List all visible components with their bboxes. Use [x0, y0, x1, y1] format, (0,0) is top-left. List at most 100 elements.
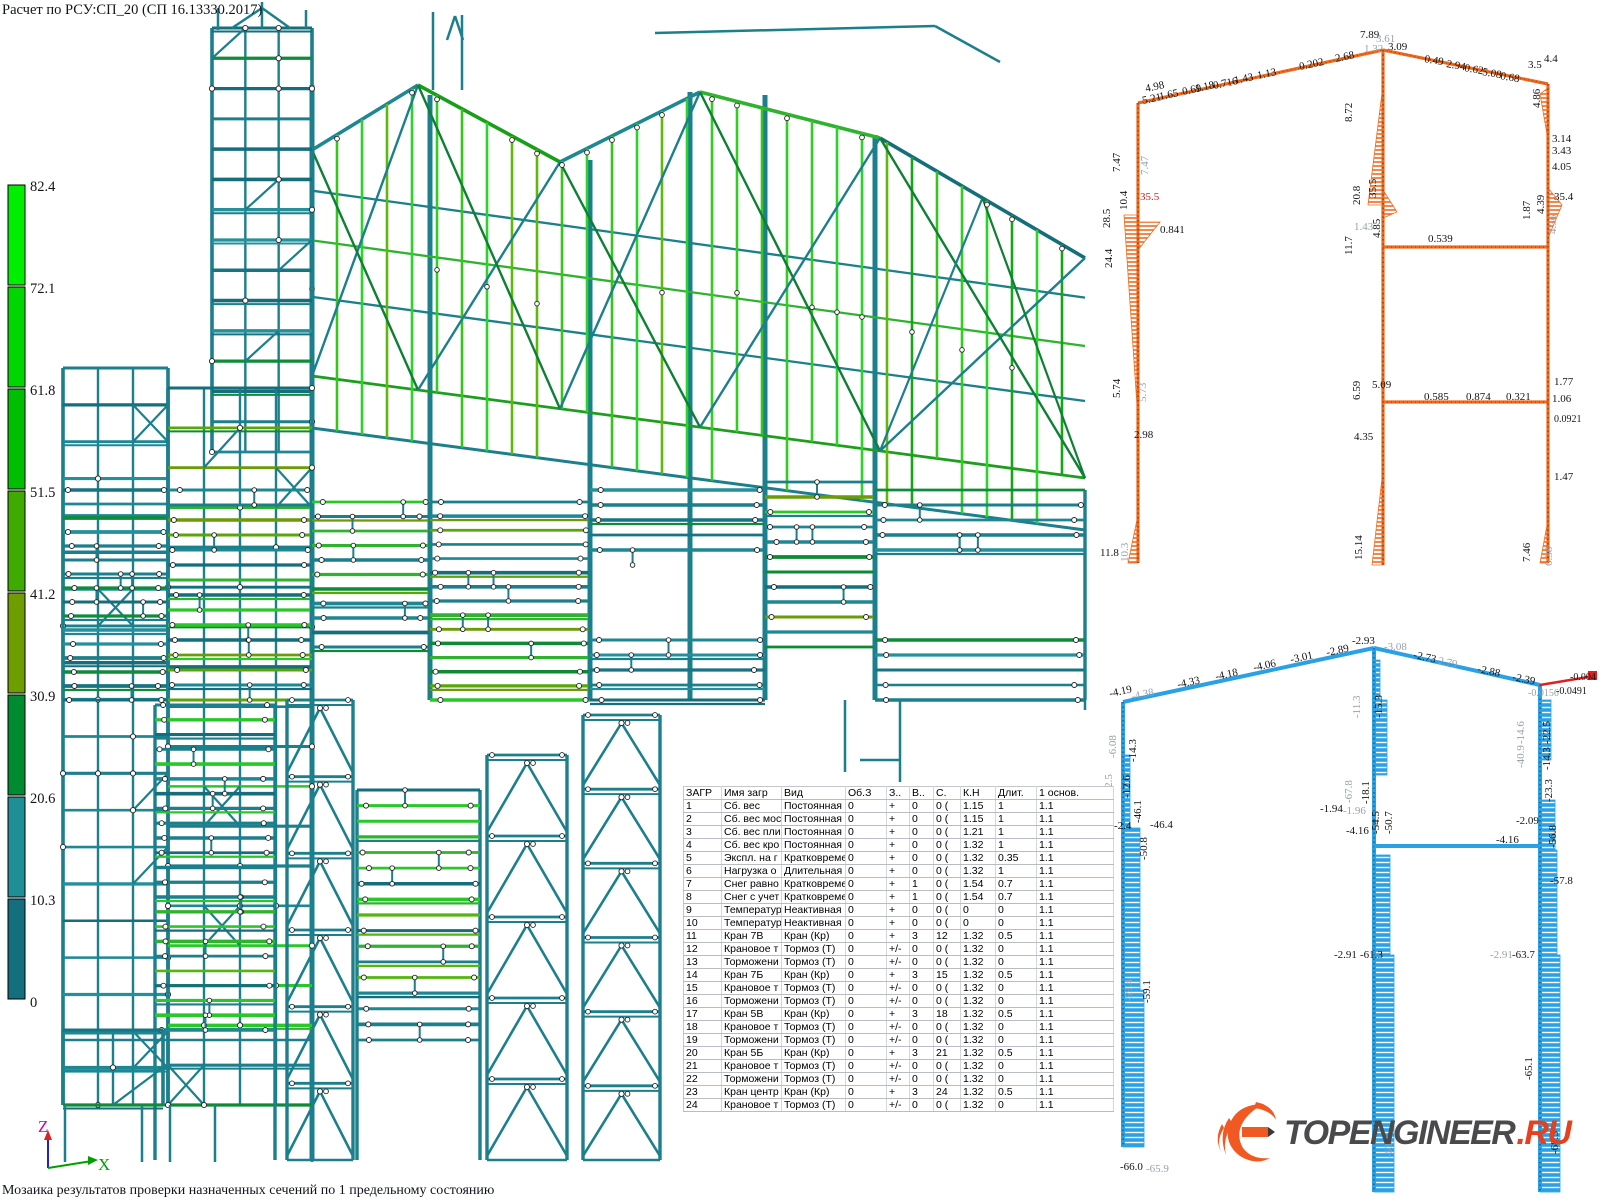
svg-text:3.61: 3.61 — [1376, 33, 1395, 45]
svg-text:41.2: 41.2 — [30, 587, 55, 603]
column-header[interactable]: Об.З — [845, 786, 887, 800]
load-table-cell: +/- — [886, 981, 910, 995]
load-table-cell: 1.54 — [960, 890, 996, 904]
svg-text:7.47: 7.47 — [1111, 152, 1123, 172]
load-table-cell: 0 — [995, 916, 1037, 930]
svg-text:-4.18: -4.18 — [1214, 666, 1239, 683]
load-table-cell: 0 — [995, 1059, 1037, 1073]
column-header[interactable]: Длит. — [995, 786, 1037, 800]
load-table-cell: Торможени — [721, 994, 782, 1008]
column-header[interactable]: К.Н — [960, 786, 996, 800]
load-table-cell: + — [886, 825, 910, 839]
load-table-cell: 0 ( — [933, 812, 961, 826]
load-table-cell: 0 ( — [933, 1033, 961, 1047]
load-table-cell: 1.32 — [960, 994, 996, 1008]
load-table-cell: 1.1 — [1036, 1046, 1114, 1060]
svg-text:5.73: 5.73 — [1137, 382, 1149, 402]
load-table-cell: 0 — [845, 1007, 887, 1021]
logo-swoosh-icon — [1217, 1102, 1276, 1162]
column-header[interactable]: 1 основ. — [1036, 786, 1114, 800]
load-table-cell: Кран центр — [721, 1085, 782, 1099]
load-table-cell: Крановое т — [721, 1020, 782, 1034]
load-table-cell: 1.32 — [960, 955, 996, 969]
axial-force-diagram[interactable]: -4.19-4.38-4.33-4.18-4.06-3.01-2.89-2.93… — [1099, 635, 1597, 1193]
column-header[interactable]: В.. — [909, 786, 934, 800]
column-header[interactable]: Вид — [781, 786, 846, 800]
load-table-cell: 1.32 — [960, 1072, 996, 1086]
load-table-cell: 1.1 — [1036, 799, 1114, 813]
load-table-cell: 1.1 — [1036, 903, 1114, 917]
svg-text:-14.3: -14.3 — [1127, 739, 1139, 762]
load-table-cell: +/- — [886, 1033, 910, 1047]
load-table-cell: + — [886, 812, 910, 826]
load-table-cell: 24 — [683, 1098, 722, 1112]
load-table-cell: +/- — [886, 1020, 910, 1034]
svg-text:-4.33: -4.33 — [1176, 674, 1201, 691]
load-table-cell: 0 — [845, 851, 887, 865]
svg-text:-4.19: -4.19 — [1108, 683, 1133, 700]
load-table-cell: 1.1 — [1036, 968, 1114, 982]
load-table-cell: + — [886, 1046, 910, 1060]
column-header[interactable]: З.. — [886, 786, 910, 800]
load-table-cell: + — [886, 929, 910, 943]
column-header[interactable]: Имя загр — [721, 786, 782, 800]
column-header[interactable]: ЗАГР — [683, 786, 722, 800]
load-table-cell: Температур — [721, 903, 782, 917]
load-table-cell: 0 — [995, 955, 1037, 969]
load-table-cell: 1.1 — [1036, 890, 1114, 904]
load-table-cell: Торможени — [721, 1072, 782, 1086]
load-table-cell: Кран 5В — [721, 1007, 782, 1021]
load-table-cell: 1.32 — [960, 981, 996, 995]
load-table-cell: 3 — [909, 1046, 934, 1060]
load-table-cell: 0 — [845, 994, 887, 1008]
svg-text:-46.1: -46.1 — [1132, 800, 1144, 823]
load-table-cell: 0 — [909, 838, 934, 852]
load-table-cell: 0 — [909, 1098, 934, 1112]
svg-text:1.43: 1.43 — [1233, 71, 1255, 87]
load-table-cell: Постоянная — [781, 838, 846, 852]
svg-text:-59.1: -59.1 — [1141, 980, 1153, 1003]
load-table-cell: + — [886, 877, 910, 891]
load-table-cell: 7 — [683, 877, 722, 891]
column-header[interactable]: С. — [933, 786, 961, 800]
svg-text:1.32: 1.32 — [1364, 43, 1383, 55]
load-table-cell: 1.32 — [960, 1007, 996, 1021]
load-table-cell: 15 — [933, 968, 961, 982]
load-table-cell: Торможени — [721, 955, 782, 969]
load-table-cell: 0 ( — [933, 1072, 961, 1086]
load-table-cell: 0 ( — [933, 864, 961, 878]
svg-text:7.46: 7.46 — [1521, 542, 1533, 562]
load-table-cell: 3 — [909, 1085, 934, 1099]
svg-text:4.35: 4.35 — [1354, 431, 1374, 443]
logo-text: TOPENGINEER — [1284, 1113, 1516, 1152]
load-table-cell: 0 — [845, 890, 887, 904]
structural-model[interactable] — [59, 2, 1087, 1162]
